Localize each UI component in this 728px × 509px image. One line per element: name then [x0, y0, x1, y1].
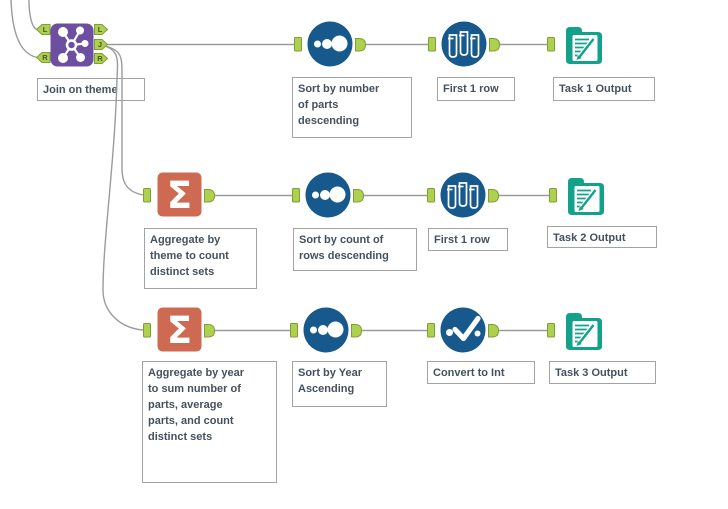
output-2-input-anchor[interactable]: [549, 188, 557, 203]
anchor-letter: L: [43, 25, 48, 34]
connection-wires: [10, 0, 549, 332]
summarize-3-tool-icon[interactable]: [157, 307, 202, 353]
label-sample-1[interactable]: First 1 row: [437, 77, 515, 101]
sort-3-output-anchor[interactable]: [351, 324, 362, 338]
summarize-2-output-anchor[interactable]: [204, 189, 215, 203]
convert-3-input-anchor[interactable]: [427, 323, 435, 338]
label-summarize-3[interactable]: Aggregate by year to sum number of parts…: [142, 361, 277, 483]
sample-2-tool-icon[interactable]: [439, 171, 487, 219]
sample-2-input-anchor[interactable]: [427, 188, 435, 203]
sort-1-output-anchor[interactable]: [355, 38, 366, 52]
summarize-2-tool-icon[interactable]: [157, 172, 202, 218]
join-output-anchor-j[interactable]: J: [94, 39, 109, 50]
label-convert-3[interactable]: Convert to Int: [427, 361, 535, 384]
sample-2-output-anchor[interactable]: [488, 189, 499, 203]
sort-3-tool-icon[interactable]: [303, 307, 349, 353]
join-output-anchor-l[interactable]: L: [94, 24, 109, 35]
output-3-input-anchor[interactable]: [547, 323, 555, 338]
label-sort-3[interactable]: Sort by Year Ascending: [292, 361, 387, 407]
join-input-anchor-r[interactable]: R: [35, 52, 51, 63]
output-2-tool-icon[interactable]: [568, 178, 604, 215]
convert-3-output-anchor[interactable]: [488, 324, 499, 338]
anchor-letter: L: [98, 25, 103, 34]
anchor-letter: R: [42, 53, 48, 62]
sort-1-input-anchor[interactable]: [294, 37, 302, 52]
wire-join-to-summarize-3[interactable]: [102, 45, 144, 331]
label-sort-2[interactable]: Sort by count of rows descending: [293, 228, 417, 271]
sort-3-input-anchor[interactable]: [290, 323, 298, 338]
label-output-1[interactable]: Task 1 Output: [553, 77, 655, 101]
wire-into-join-l[interactable]: [28, 0, 38, 31]
anchor-letter: J: [98, 40, 102, 49]
label-output-3[interactable]: Task 3 Output: [549, 361, 656, 384]
label-summarize-2[interactable]: Aggregate by theme to count distinct set…: [144, 228, 257, 289]
join-tool-icon[interactable]: [50, 23, 94, 67]
convert-3-tool-icon[interactable]: [440, 307, 486, 353]
join-output-anchor-r[interactable]: R: [94, 53, 109, 64]
label-join[interactable]: Join on theme: [37, 78, 145, 101]
sort-2-output-anchor[interactable]: [353, 189, 364, 203]
sample-1-input-anchor[interactable]: [428, 37, 436, 52]
anchor-letter: R: [97, 54, 103, 63]
summarize-2-input-anchor[interactable]: [143, 188, 151, 203]
output-1-tool-icon[interactable]: [566, 27, 602, 64]
join-input-anchor-l[interactable]: L: [35, 24, 51, 35]
output-3-tool-icon[interactable]: [566, 313, 602, 350]
summarize-3-output-anchor[interactable]: [204, 324, 215, 338]
sample-1-output-anchor[interactable]: [489, 38, 500, 52]
sort-2-tool-icon[interactable]: [305, 172, 351, 218]
label-sort-1[interactable]: Sort by number of parts descending: [292, 77, 412, 138]
label-sample-2[interactable]: First 1 row: [428, 228, 508, 251]
summarize-3-input-anchor[interactable]: [143, 323, 151, 338]
wire-join-to-summarize-2[interactable]: [104, 45, 144, 196]
wire-into-join-r[interactable]: [10, 0, 38, 59]
output-1-input-anchor[interactable]: [547, 37, 555, 52]
sort-2-input-anchor[interactable]: [292, 188, 300, 203]
sample-1-tool-icon[interactable]: [440, 20, 488, 68]
label-output-2[interactable]: Task 2 Output: [547, 226, 657, 248]
sort-1-tool-icon[interactable]: [307, 21, 353, 67]
